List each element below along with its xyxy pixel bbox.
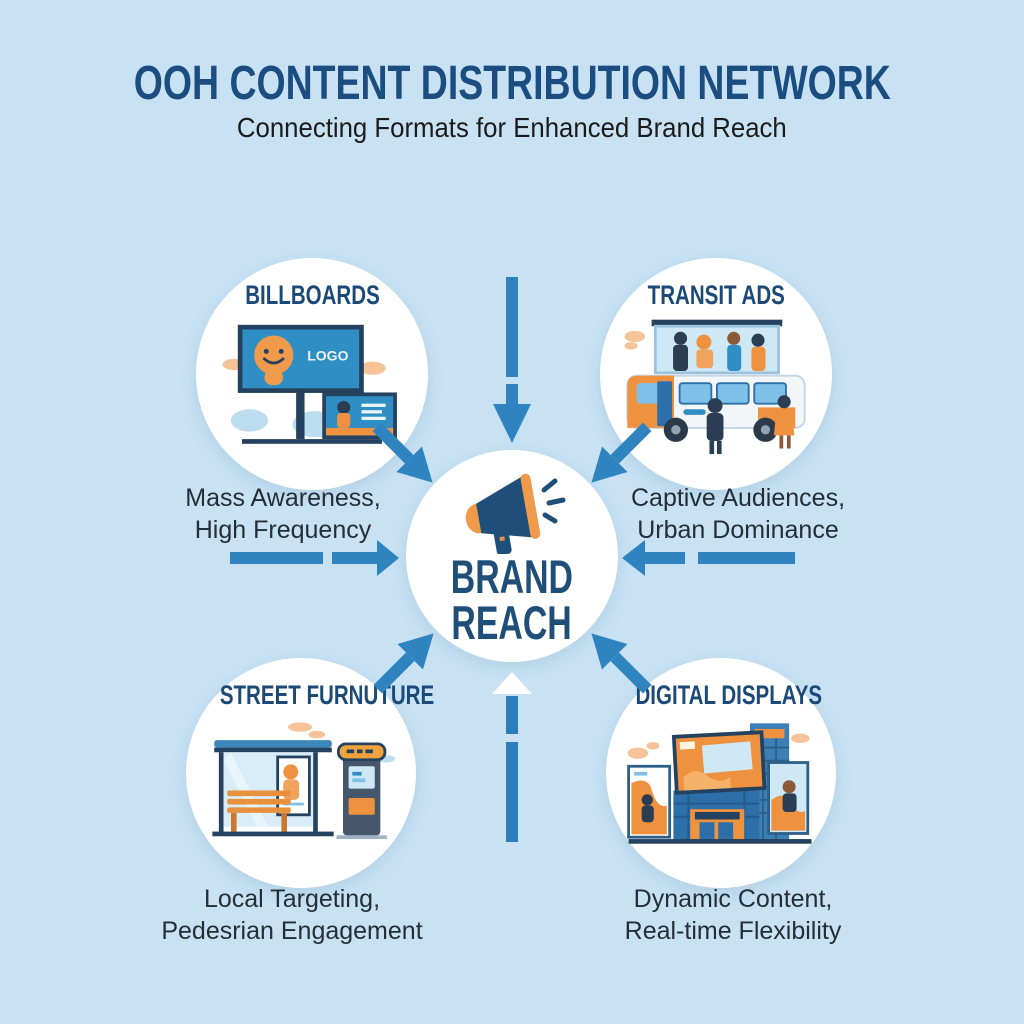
node-street-furniture: STREET FURNUTURE [186,658,435,888]
node-digital-displays-title: DIGITAL DISPLAYS [635,680,823,710]
bus-icon [624,319,806,455]
arrow-digital-to-center [591,633,652,694]
caption-transit-ads: Captive Audiences, Urban Dominance [603,483,873,546]
page-title: OOH CONTENT DISTRIBUTION NETWORK [0,56,1024,111]
caption-billboards-line2: High Frequency [194,515,372,544]
caption-street-furniture-line1: Local Targeting, [203,885,381,913]
node-transit-ads: TRANSIT ADS [600,258,832,490]
caption-billboards-line1: Mass Awareness, [185,484,381,512]
arrow-billboards-to-center [372,422,433,483]
node-street-furniture-title: STREET FURNUTURE [219,680,435,710]
billboard-icon: LOGO [222,324,397,444]
page-title-text: OOH CONTENT DISTRIBUTION NETWORK [133,57,891,110]
caption-billboards: Mass Awareness, High Frequency [148,483,418,546]
arrow-left-to-center [230,540,399,576]
arrow-top-down [493,277,531,443]
node-brand-reach: BRAND REACH [406,450,618,662]
arrow-bottom-up [492,672,532,842]
brand-reach-label: BRAND REACH [450,550,574,650]
arrow-transit-to-center [591,422,652,483]
node-billboards: BILLBOARDS LOGO [196,258,428,490]
caption-transit-ads-line2: Urban Dominance [637,515,839,544]
arrow-right-to-center [622,540,795,576]
page-subtitle: Connecting Formats for Enhanced Brand Re… [0,112,1024,144]
node-digital-displays: DIGITAL DISPLAYS [606,658,836,888]
caption-digital-displays-line1: Dynamic Content, [633,885,833,913]
node-transit-ads-title: TRANSIT ADS [647,280,785,310]
buildings-icon [627,723,812,844]
caption-transit-ads-line1: Captive Audiences, [630,484,846,512]
caption-street-furniture-line2: Pedesrian Engagement [161,916,423,945]
caption-digital-displays: Dynamic Content, Real-time Flexibility [598,884,868,947]
megaphone-icon [465,473,566,554]
arrow-street-to-center [373,633,434,694]
svg-text:LOGO: LOGO [307,348,348,364]
bus-shelter-icon [212,722,396,840]
caption-street-furniture: Local Targeting, Pedesrian Engagement [157,884,427,947]
caption-digital-displays-line2: Real-time Flexibility [624,916,842,945]
node-billboards-title: BILLBOARDS [244,280,380,310]
page-subtitle-text: Connecting Formats for Enhanced Brand Re… [237,112,787,143]
